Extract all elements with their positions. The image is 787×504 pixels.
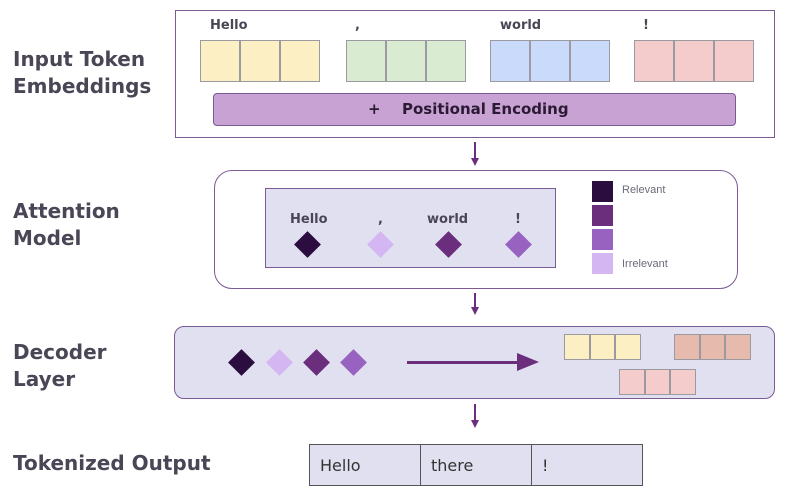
- legend-relevant-label: Relevant: [622, 184, 666, 196]
- embedding-word-world: world: [500, 18, 542, 33]
- embedding-word-exclaim: !: [643, 18, 649, 33]
- embedding-cell: [386, 40, 426, 82]
- decoder-output-block-3: [619, 369, 696, 395]
- embedding-cell: [280, 40, 320, 82]
- decoder-output-cell: [615, 334, 641, 360]
- positional-encoding-bar: + Positional Encoding: [213, 93, 736, 126]
- embedding-cell: [570, 40, 610, 82]
- legend-irrelevant-label: Irrelevant: [622, 258, 668, 270]
- decoder-output-cell: [674, 334, 700, 360]
- tokenized-output-label: Tokenized Output: [13, 451, 211, 475]
- decoder-output-cell: [670, 369, 696, 395]
- output-token-there: there: [420, 444, 532, 486]
- decoder-layer-label-line2: Layer: [13, 367, 76, 391]
- decoder-arrow-shaft: [407, 361, 520, 364]
- legend-swatch-3: [592, 229, 613, 250]
- decoder-output-cell: [700, 334, 725, 360]
- flow-arrow-head: [471, 307, 479, 315]
- decoder-output-cell: [564, 334, 590, 360]
- embedding-vector-world: [490, 40, 610, 82]
- embedding-cell: [634, 40, 674, 82]
- positional-encoding-label: Positional Encoding: [402, 100, 569, 118]
- input-embeddings-label: Input Token Embeddings: [13, 46, 151, 100]
- embedding-vector-comma: [346, 40, 466, 82]
- input-embeddings-label-line1: Input Token: [13, 47, 146, 71]
- output-token-exclaim: !: [531, 444, 643, 486]
- embedding-vector-hello: [200, 40, 320, 82]
- embedding-cell: [530, 40, 570, 82]
- decoder-output-cell: [725, 334, 751, 360]
- flow-arrow-shaft: [474, 404, 476, 421]
- attention-model-label-line1: Attention: [13, 199, 120, 223]
- decoder-output-cell: [590, 334, 615, 360]
- attention-model-label-line2: Model: [13, 226, 82, 250]
- attention-word-hello: Hello: [290, 212, 328, 227]
- decoder-output-block-1: [564, 334, 641, 360]
- positional-plus-sign: +: [368, 100, 381, 118]
- decoder-arrow-head: [517, 353, 539, 371]
- embedding-cell: [490, 40, 530, 82]
- embedding-cell: [426, 40, 466, 82]
- attention-word-world: world: [427, 212, 469, 227]
- embedding-cell: [200, 40, 240, 82]
- decoder-output-block-2: [674, 334, 751, 360]
- embedding-cell: [346, 40, 386, 82]
- flow-arrow-head: [471, 158, 479, 166]
- embedding-cell: [240, 40, 280, 82]
- decoder-layer-label: Decoder Layer: [13, 339, 107, 393]
- embedding-word-hello: Hello: [210, 18, 248, 33]
- decoder-layer-label-line1: Decoder: [13, 340, 107, 364]
- attention-inner-box: [265, 188, 556, 268]
- embedding-cell: [714, 40, 754, 82]
- flow-arrow-shaft: [474, 142, 476, 159]
- legend-swatch-2: [592, 205, 613, 226]
- decoder-output-cell: [645, 369, 670, 395]
- input-embeddings-label-line2: Embeddings: [13, 74, 152, 98]
- attention-model-label: Attention Model: [13, 198, 120, 252]
- flow-arrow-head: [471, 420, 479, 428]
- attention-word-comma: ,: [378, 212, 383, 227]
- legend-swatch-1: [592, 181, 613, 202]
- output-token-hello: Hello: [309, 444, 421, 486]
- embedding-vector-exclaim: [634, 40, 754, 82]
- embedding-cell: [674, 40, 714, 82]
- decoder-output-cell: [619, 369, 645, 395]
- legend-swatch-4: [592, 253, 613, 274]
- attention-word-exclaim: !: [515, 212, 521, 227]
- flow-arrow-shaft: [474, 293, 476, 308]
- embedding-word-comma: ,: [355, 18, 360, 33]
